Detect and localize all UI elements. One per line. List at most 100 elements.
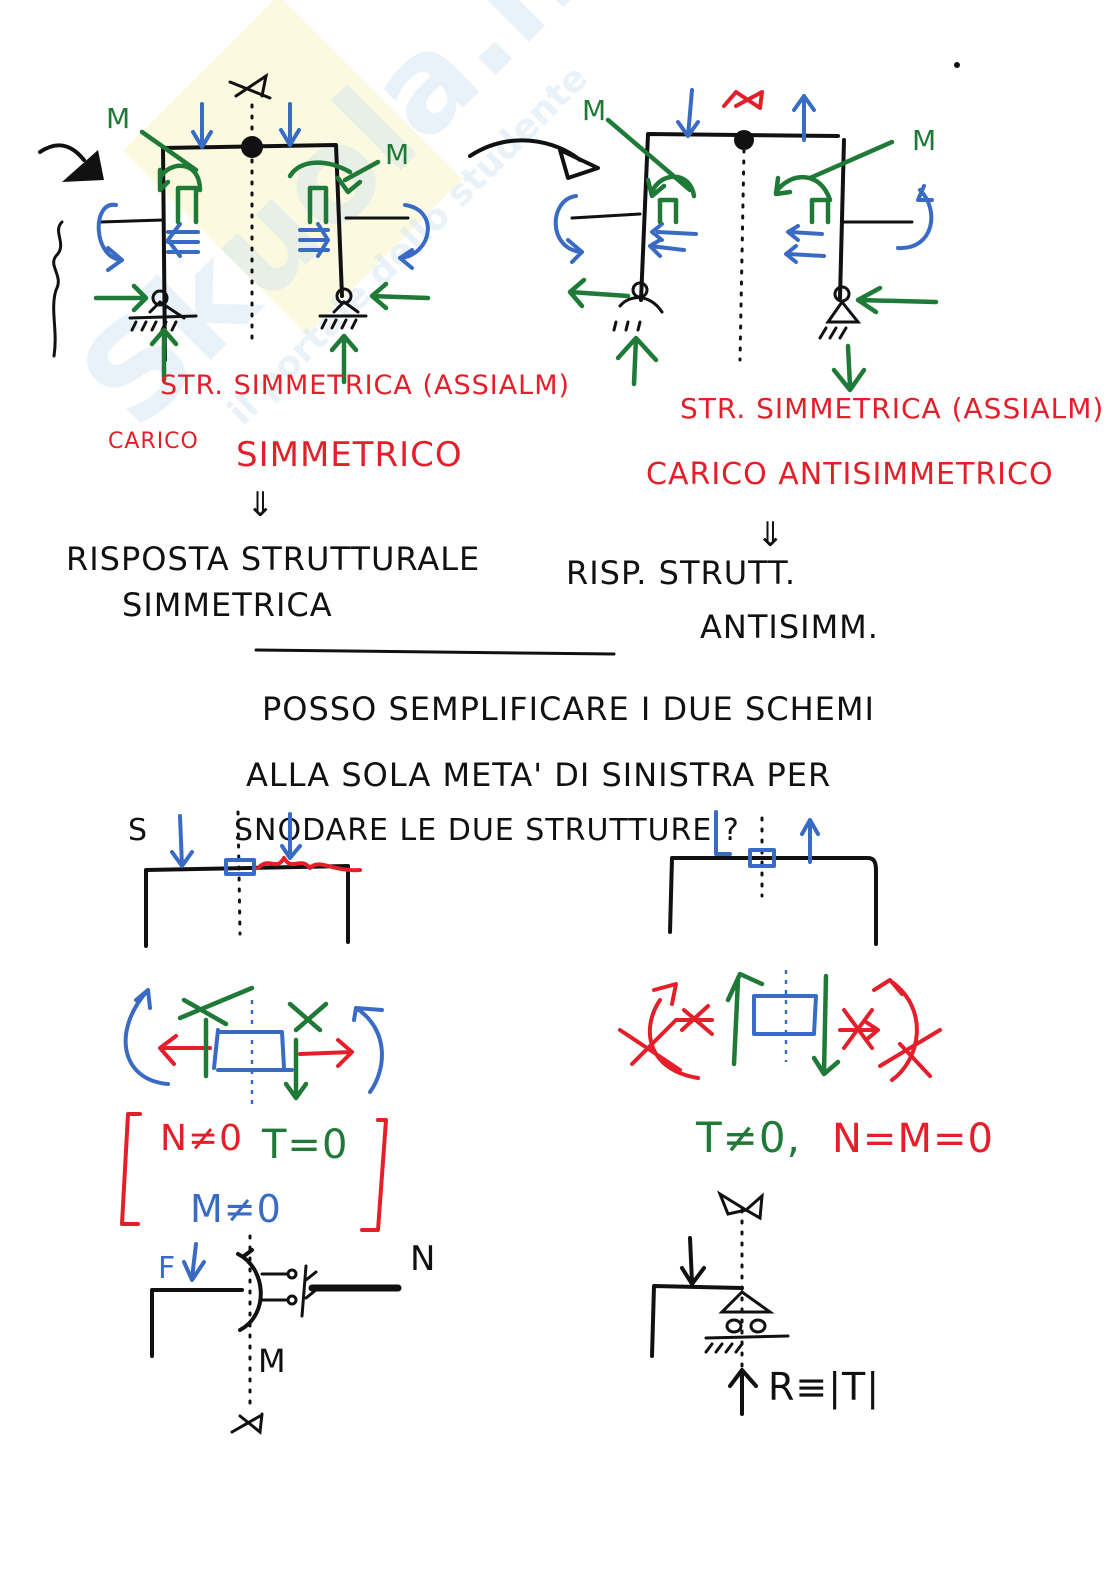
reaction-v-right (329, 333, 359, 385)
load-arrow-right (279, 102, 301, 147)
moment-curve-right (287, 159, 381, 195)
moment-reaction-arc (236, 1248, 263, 1332)
moment-label-right-2: M (912, 124, 937, 157)
axis-end-symbol-bottom (230, 1412, 264, 1435)
n-nonzero-label: N≠0 (160, 1118, 243, 1159)
response-line2-left: SIMMETRICA (122, 586, 333, 624)
shear-arrows-left-2 (648, 222, 698, 258)
shear-arrows-left (166, 222, 200, 258)
nm-zero-label: N=M=0 (832, 1116, 994, 1162)
half-frame-sym-restraint: F N M (150, 1234, 436, 1435)
eye-icon (38, 143, 104, 182)
watermark: Skuola.net il portale dello studente (51, 0, 715, 456)
hinge-icon-right (734, 130, 754, 150)
segment-box-sym (212, 1028, 294, 1072)
load-arrow-mid-right (280, 812, 302, 860)
caption-load-prefix: CARICO (108, 429, 199, 454)
half-frame-sym (150, 1288, 244, 1358)
reaction-label: R≡|T| (768, 1365, 880, 1410)
axial-arrow-right (298, 1038, 354, 1068)
moment-curve-right-2 (773, 139, 895, 203)
hinge-support-right-icon-2 (818, 285, 862, 340)
axis-end-symbol-red (722, 90, 764, 110)
portal-frame-right (639, 132, 846, 302)
simplified-frame-symmetric (144, 810, 362, 948)
left-cantilever-right (570, 212, 642, 220)
moment-curve-left-2 (605, 117, 697, 199)
roller-triangle (718, 1290, 775, 1314)
axial-crossed-right (838, 1008, 880, 1050)
m-nonzero-label: M≠0 (190, 1187, 282, 1231)
simplified-frame-antisymmetric (668, 810, 878, 946)
reaction-arrow-r (728, 1368, 758, 1416)
roller-ground (704, 1334, 790, 1354)
axial-crossed-left (674, 1004, 714, 1036)
question-line3-prefix: S (128, 813, 148, 848)
cut-section-box (224, 858, 256, 876)
moment-crossed-right (872, 978, 942, 1082)
wavy-line (52, 220, 64, 358)
bending-symbol-right-2 (809, 197, 831, 225)
frame-antisymmetric-load: M M STR. SIMMETRICA (ASSIALM) CARICO ANT… (553, 88, 1104, 646)
moment-arrow-left (96, 202, 124, 272)
load-arrow-mid-left (170, 814, 194, 868)
frame-outline-2 (668, 856, 878, 946)
bending-symbol-left (175, 185, 199, 225)
moment-label-right: M (385, 138, 410, 171)
shear-arrows-right (298, 222, 330, 258)
reaction-h-left-2 (567, 277, 631, 309)
question-line2: ALLA SOLA META' DI SINISTRA PER (246, 756, 831, 794)
shear-crossed-right (283, 1001, 329, 1101)
hinge-icon (241, 136, 263, 158)
reaction-h-right-2 (855, 285, 939, 315)
response-line1-right: RISP. STRUTT. (566, 554, 796, 592)
bending-symbol-right (307, 185, 329, 225)
question-line3: SNODARE LE DUE STRUTTURE ? (234, 813, 740, 848)
axial-label-n: N (410, 1239, 436, 1279)
axis-end-symbol (228, 72, 272, 100)
roller-top-icon (286, 1268, 298, 1280)
force-arrow-anti (680, 1236, 706, 1286)
caption-structure-symmetric-2: STR. SIMMETRICA (ASSIALM) (680, 392, 1104, 425)
symmetry-axis-right (738, 148, 746, 362)
moment-label-m: M (258, 1342, 287, 1380)
roller-wheel-left-icon (725, 1318, 743, 1334)
hinge-support-right-icon (318, 287, 368, 330)
shear-arrows-right-2 (784, 224, 826, 264)
t-nonzero-label: T≠0, (695, 1113, 801, 1162)
shear-crossed-left (177, 985, 255, 1079)
response-line2-right: ANTISIMM. (700, 608, 879, 646)
implies-arrow-right: ⇓ (756, 515, 786, 555)
load-arrow-left (191, 102, 213, 149)
moment-arrow-sym-left (123, 988, 170, 1086)
roller-wheel-right-icon (749, 1318, 767, 1334)
shear-arrow-down (811, 973, 841, 1077)
cut-section-box-2 (748, 848, 776, 868)
roller-bottom-icon (286, 1294, 298, 1306)
caption-load-symmetric: SIMMETRICO (236, 435, 463, 475)
moment-arrow-right-2 (896, 184, 934, 251)
moment-curve-left (139, 129, 203, 193)
moment-label-left: M (106, 102, 131, 135)
load-arrow-down (676, 88, 700, 138)
left-cantilever (98, 218, 165, 224)
reaction-v-left (149, 327, 179, 383)
load-arrow-up (792, 94, 816, 142)
segment-box-anti (752, 994, 818, 1036)
implies-arrow-left: ⇓ (246, 485, 276, 525)
eye-icon-right (558, 148, 600, 180)
hinge-support-left-icon (128, 289, 198, 332)
reaction-h-left (93, 283, 149, 313)
moment-crossed-left (618, 982, 700, 1080)
frame-outline (144, 864, 350, 948)
shear-arrow-up (725, 971, 765, 1067)
hinge-support-left-icon-2 (612, 281, 664, 332)
force-arrow-f (182, 1242, 206, 1282)
axial-arrow-left (158, 1034, 212, 1066)
axis-end-symbol-right (716, 1190, 764, 1221)
reaction-v-up (615, 335, 659, 387)
reaction-v-down (831, 343, 867, 393)
stray-dot (954, 62, 960, 68)
axis-mid-left (236, 810, 242, 936)
